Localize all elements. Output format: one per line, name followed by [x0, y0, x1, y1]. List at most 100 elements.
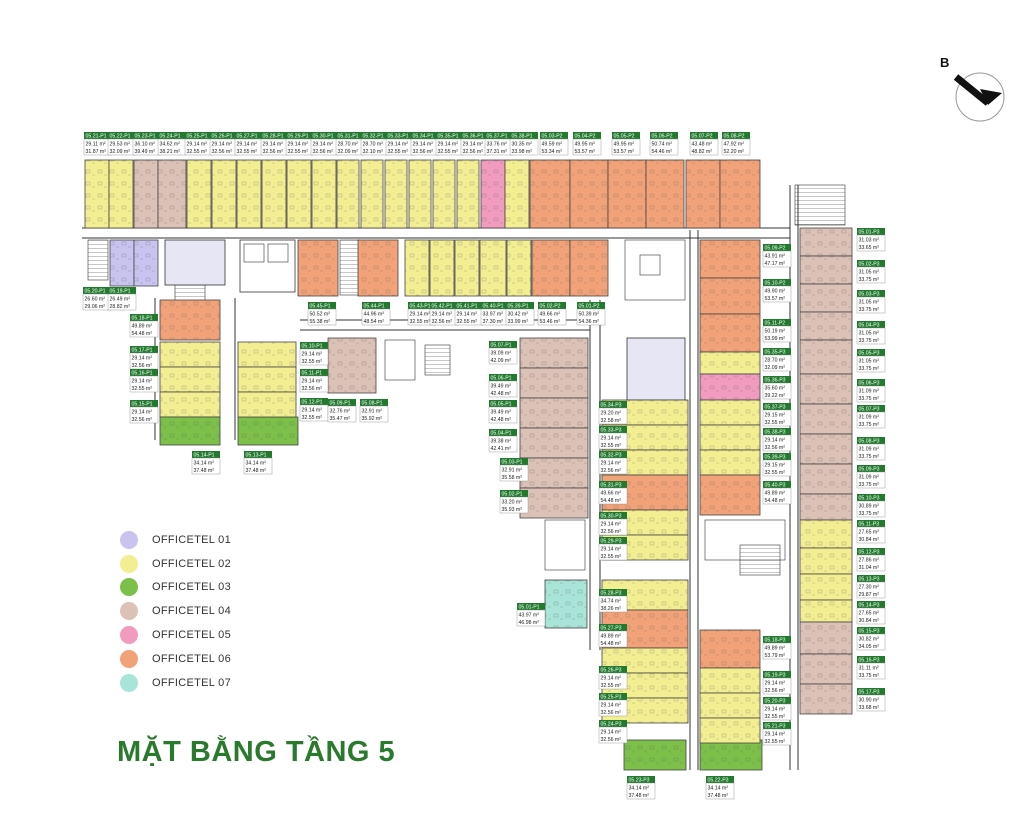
- unit-area-net: 29.14 m²: [601, 522, 622, 528]
- unit-furniture-05.28-P1: [262, 160, 286, 228]
- unit-code: 05.18-P1: [132, 316, 153, 322]
- unit-code-badge: [108, 132, 136, 139]
- unit-area-gross: 32.56 m²: [432, 319, 453, 325]
- unit-area-gross: 31.87 m²: [86, 149, 107, 155]
- unit-furniture-05.18-P1: [160, 300, 220, 340]
- unit-code: 05.04-P3: [859, 323, 880, 329]
- unit-furniture-05.11-P1: [238, 367, 296, 392]
- unit-area-gross: 33.75 m²: [859, 422, 880, 428]
- unit-area-box: [516, 609, 546, 627]
- unit-area-gross: 32.56 m²: [313, 149, 334, 155]
- legend-label: OFFICETEL 02: [152, 557, 231, 570]
- unit-area-net: 28.70 m²: [363, 142, 384, 148]
- unit-code-badge: [108, 287, 136, 294]
- unit-code: 05.02-P2: [540, 304, 561, 310]
- unit-area-net: 49.89 m²: [765, 491, 786, 497]
- unit-area-gross: 33.98 m²: [512, 149, 533, 155]
- legend-swatch: [120, 530, 138, 549]
- unit-area-gross: 32.55 m²: [765, 470, 786, 476]
- unit-furniture-05.04-P3: [800, 312, 852, 340]
- unit-code-badge: [857, 601, 885, 608]
- unit-area-box: [762, 487, 792, 505]
- unit-area-net: 34.14 m²: [629, 786, 650, 792]
- unit-code: 05.10-P1: [302, 344, 323, 350]
- unit-area-net: 28.70 m²: [765, 358, 786, 364]
- unit-code: 05.05-P1: [491, 402, 512, 408]
- unit-area-gross: 32.55 m²: [457, 319, 478, 325]
- unit-area-gross: 37.48 m²: [246, 468, 267, 474]
- unit-furniture-05.02-P1: [520, 488, 588, 518]
- unit-area-gross: 53.34 m²: [542, 149, 563, 155]
- unit-code: 05.19-P1: [110, 289, 131, 295]
- unit-area-gross: 32.10 m²: [363, 149, 384, 155]
- unit-code-badge: [763, 403, 791, 410]
- unit-area-gross: 42.41 m²: [491, 446, 512, 452]
- unit-area-gross: 39.22 m²: [765, 393, 786, 399]
- unit-code-badge: [857, 405, 885, 412]
- unit-code-badge: [763, 428, 791, 435]
- unit-furniture-05.10-P1: [238, 342, 296, 367]
- unit-code-badge: [599, 512, 627, 519]
- unit-furniture-05.16-P3: [800, 654, 852, 684]
- unit-furniture-05.12-P3: [800, 548, 852, 574]
- unit-area-net: 29.14 m²: [132, 356, 153, 362]
- unit-furniture-05.30-P1: [312, 160, 336, 228]
- unit-area-gross: 32.55 m²: [302, 415, 323, 421]
- unit-area-net: 29.14 m²: [410, 312, 431, 318]
- unit-area-gross: 53.57 m²: [575, 149, 596, 155]
- unit-code-badge: [857, 494, 885, 501]
- unit-furniture-05.03-P3: [800, 284, 852, 312]
- unit-code: 05.02-P1: [502, 492, 523, 498]
- unit-code-badge: [489, 400, 517, 407]
- unit-area-net: 29.14 m²: [765, 438, 786, 444]
- unit-area-gross: 30.84 m²: [859, 537, 880, 543]
- unit-area-net: 34.74 m²: [601, 599, 622, 605]
- unit-area-net: 39.49 m²: [491, 384, 512, 390]
- unit-area-gross: 32.55 m²: [765, 739, 786, 745]
- unit-code: 05.20-P1: [85, 289, 106, 295]
- unit-code: 05.24-P3: [601, 722, 622, 728]
- legend-item: OFFICETEL 06: [120, 647, 340, 671]
- unit-area-gross: 29.06 m²: [85, 304, 106, 310]
- unit-code-badge: [300, 369, 328, 376]
- unit-furniture-05.38-P3: [700, 425, 760, 450]
- unit-area-net: 29.14 m²: [765, 732, 786, 738]
- unit-area-box: [598, 726, 628, 744]
- unit-code: 05.06-P2: [652, 134, 673, 140]
- building-corridors: [82, 185, 799, 770]
- unit-area-net: 29.14 m²: [765, 681, 786, 687]
- unit-furniture-05.17-P1: [160, 342, 220, 367]
- unit-area-box: [856, 633, 886, 651]
- unit-furniture-05.04-P1: [520, 428, 588, 458]
- unit-area-box: [107, 293, 137, 311]
- unit-code: 05.14-P3: [859, 603, 880, 609]
- unit-code-badge: [130, 314, 158, 321]
- unit-area-gross: 47.17 m²: [765, 261, 786, 267]
- unit-area-gross: 37.48 m²: [629, 793, 650, 799]
- unit-furniture-05.20-P3: [700, 693, 760, 718]
- unit-area-gross: 34.05 m²: [859, 644, 880, 650]
- legend-label: OFFICETEL 07: [152, 676, 231, 689]
- unit-furniture-05.20-P1: [110, 240, 134, 286]
- unit-furniture-05.35-P3: [700, 352, 760, 374]
- legend-label: OFFICETEL 04: [152, 605, 231, 618]
- unit-furniture-05.40-P3: [700, 475, 760, 515]
- unit-code: 05.30-P1: [313, 134, 334, 140]
- unit-area-net: 49.89 m²: [765, 646, 786, 652]
- unit-code: 05.21-P3: [765, 724, 786, 730]
